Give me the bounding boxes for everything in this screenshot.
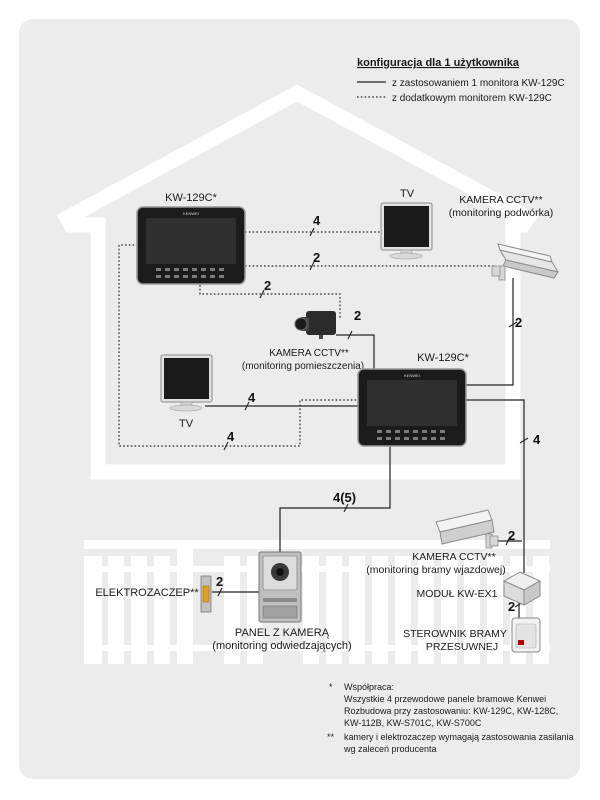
footnotes: * Współpraca: Wszystkie 4 przewodowe pan… — [327, 682, 574, 754]
gate-ctrl-label-2: PRZESUWNEJ — [426, 641, 498, 653]
note1-line1: Wszystkie 4 przewodowe panele bramowe Ke… — [344, 694, 546, 704]
panel-label-2: (monitoring odwiedzających) — [212, 640, 351, 652]
wire-count-main-loop: 4 — [227, 429, 235, 444]
note1-star: * — [329, 682, 333, 692]
wire-count-main-tv: 4 — [248, 390, 256, 405]
cctv-room-camera — [294, 311, 336, 339]
monitor-main-brand: KENWEI — [404, 373, 420, 378]
fence — [84, 540, 550, 664]
note2-star: ** — [327, 732, 335, 742]
wire-count-main-yard: 2 — [515, 315, 522, 330]
note1-line2: Rozbudowa przy zastosowaniu: KW-129C, KW… — [344, 706, 558, 716]
cctv-yard-camera — [491, 243, 560, 281]
cctv-yard-label-2: (monitoring podwórka) — [449, 207, 553, 219]
wire-count-top-tv: 4 — [313, 213, 321, 228]
wire-count-top-room: 2 — [264, 278, 271, 293]
tv-left — [160, 354, 213, 412]
note1-title: Współpraca: — [344, 682, 394, 692]
note1-line3: KW-112B, KW-S701C, KW-S700C — [344, 718, 482, 728]
monitor-main-label: KW-129C* — [417, 352, 469, 364]
legend-solid-label: z zastosowaniem 1 monitora KW-129C — [392, 78, 565, 89]
tv-top-label: TV — [400, 188, 415, 200]
tv-top — [380, 202, 433, 260]
gate-controller — [511, 617, 541, 653]
wire-count-gate-cam: 2 — [508, 528, 515, 543]
cctv-gate-label-2: (monitoring bramy wjazdowej) — [366, 564, 505, 576]
wire-count-module-ctrl: 2 — [508, 599, 515, 614]
wire-count-markers: 4 2 2 2 2 4 4 4(5) 4 2 2 2 — [216, 213, 541, 614]
wire-count-room-main: 2 — [354, 308, 361, 323]
cctv-yard-label-1: KAMERA CCTV** — [459, 194, 542, 206]
cctv-gate-camera — [435, 509, 499, 549]
panel-label-1: PANEL Z KAMERĄ — [235, 627, 330, 639]
dotted-wires — [118, 231, 496, 447]
wire-count-main-module: 4 — [533, 432, 541, 447]
legend: konfiguracja dla 1 użytkownika z zastoso… — [357, 57, 565, 104]
note2-line2: wg zaleceń producenta — [343, 744, 437, 754]
legend-dotted-label: z dodatkowym monitorem KW-129C — [392, 93, 552, 104]
module-label: MODUŁ KW-EX1 — [417, 588, 498, 600]
cctv-room-label-2: (monitoring pomieszczenia) — [242, 361, 364, 372]
cctv-room-label-1: KAMERA CCTV** — [269, 348, 349, 359]
lock-label: ELEKTROZACZEP** — [95, 587, 199, 599]
monitor-top-brand: KENWEI — [183, 211, 199, 216]
wire-count-top-yard: 2 — [313, 250, 320, 265]
legend-title: konfiguracja dla 1 użytkownika — [357, 57, 520, 69]
note2-line1: kamery i elektrozaczep wymagają zastosow… — [344, 732, 574, 742]
monitor-main: KENWEI — [357, 368, 467, 447]
cctv-gate-label-1: KAMERA CCTV** — [412, 551, 495, 563]
monitor-top: KENWEI — [136, 206, 246, 285]
solid-wires — [205, 278, 525, 618]
monitor-top-label: KW-129C* — [165, 192, 217, 204]
wire-count-panel-lock: 2 — [216, 574, 223, 589]
module-box — [502, 571, 542, 606]
gate-ctrl-label-1: STEROWNIK BRAMY — [403, 628, 507, 640]
tv-left-label: TV — [179, 418, 194, 430]
wire-count-main-panel: 4(5) — [333, 490, 356, 505]
door-panel — [258, 551, 302, 623]
electric-lock — [200, 575, 212, 613]
